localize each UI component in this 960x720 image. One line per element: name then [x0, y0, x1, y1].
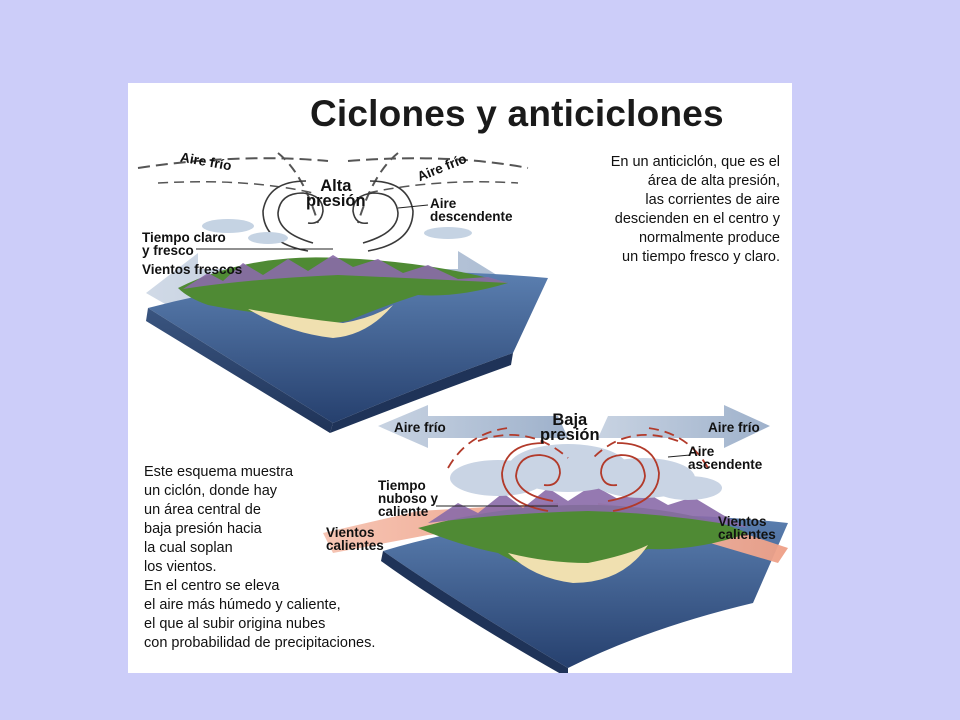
- cloudy-weather-label-line: nuboso y: [378, 491, 438, 506]
- ascending-air-label-line: Aire: [688, 444, 715, 459]
- anticyclone-description-line: normalmente produce: [638, 230, 780, 246]
- anticyclone-description-line: las corrientes de aire: [645, 192, 780, 208]
- warm-winds-label-right: Vientos calientes: [718, 514, 776, 542]
- ascending-air-label: Aire ascendente: [688, 444, 763, 472]
- cyclone-description-line: baja presión hacia: [144, 521, 262, 537]
- anticyclone-description-line: un tiempo fresco y claro.: [622, 249, 780, 265]
- beach: [508, 545, 648, 583]
- slab-edge: [146, 308, 333, 433]
- anticyclone-illustration: [137, 152, 548, 433]
- cyclone-description-line: En el centro se eleva: [144, 578, 280, 594]
- page-title: Ciclones y anticiclones: [310, 93, 724, 134]
- descending-air-label-line: descendente: [430, 209, 513, 224]
- descending-air-label-line: Aire: [430, 196, 457, 211]
- high-pressure-label: Alta presión: [306, 177, 366, 210]
- cloudy-weather-label-line: Tiempo: [378, 478, 426, 493]
- anticyclone-swirl: [262, 180, 414, 252]
- warm-winds-label-line: Vientos: [326, 525, 375, 540]
- cyclone-description-line: Este esquema muestra: [144, 464, 294, 480]
- cyclone-description-line: el que al subir origina nubes: [144, 616, 326, 632]
- cyclone-illustration: [323, 405, 788, 673]
- cyclone-description-line: un ciclón, donde hay: [144, 483, 278, 499]
- clear-weather-label-line: y fresco: [142, 243, 194, 258]
- descending-air-label: Aire descendente: [430, 196, 513, 224]
- low-pressure-label: Baja presión: [540, 411, 600, 444]
- high-pressure-label-line: presión: [306, 192, 366, 210]
- cool-arrow-right: [598, 405, 770, 448]
- cloudy-weather-label: Tiempo nuboso y caliente: [378, 478, 438, 519]
- cyclone-description-line: la cual soplan: [144, 540, 233, 556]
- ascending-air-label-line: ascendente: [688, 457, 763, 472]
- low-pressure-label-line: presión: [540, 426, 600, 444]
- cyclone-description-line: con probabilidad de precipitaciones.: [144, 635, 376, 651]
- cloudy-weather-label-line: caliente: [378, 504, 429, 519]
- cold-air-label-left: Aire frío: [394, 420, 446, 435]
- clear-weather-label: Tiempo claro y fresco: [142, 230, 226, 258]
- cyclone-description: Este esquema muestra un ciclón, donde ha…: [144, 463, 444, 653]
- cool-arrow-left: [378, 405, 568, 448]
- cyclone-description-line: un área central de: [144, 502, 261, 518]
- mountain-range: [428, 485, 748, 528]
- ocean-slab: [383, 514, 788, 668]
- beach: [248, 305, 393, 338]
- anticyclone-description-line: descienden en el centro y: [614, 211, 780, 227]
- anticyclone-description-line: En un anticiclón, que es el: [610, 154, 780, 170]
- diagram-panel: Ciclones y anticiclones En un anticiclón…: [128, 83, 792, 673]
- warm-winds-label-line: calientes: [326, 538, 384, 553]
- warm-winds-label-line: Vientos: [718, 514, 767, 529]
- clear-weather-label-line: Tiempo claro: [142, 230, 226, 245]
- warm-winds-label-left: Vientos calientes: [326, 525, 384, 553]
- cyclone-cloud: [450, 444, 722, 500]
- cyclone-swirl: [501, 442, 660, 512]
- low-pressure-label-line: Baja: [552, 411, 588, 429]
- cold-air-label-right: Aire frío: [708, 420, 760, 435]
- land-mass: [418, 504, 748, 570]
- anticyclone-description-line: área de alta presión,: [647, 173, 780, 189]
- high-pressure-label-line: Alta: [320, 177, 352, 195]
- cyclone-description-line: el aire más húmedo y caliente,: [144, 597, 341, 613]
- cool-winds-label: Vientos frescos: [142, 262, 243, 277]
- anticyclone-description: En un anticiclón, que es el área de alta…: [558, 153, 780, 267]
- illustration: [137, 152, 788, 673]
- warm-winds-label-line: calientes: [718, 527, 776, 542]
- cyclone-description-line: los vientos.: [144, 559, 217, 575]
- mountain-range: [183, 255, 508, 289]
